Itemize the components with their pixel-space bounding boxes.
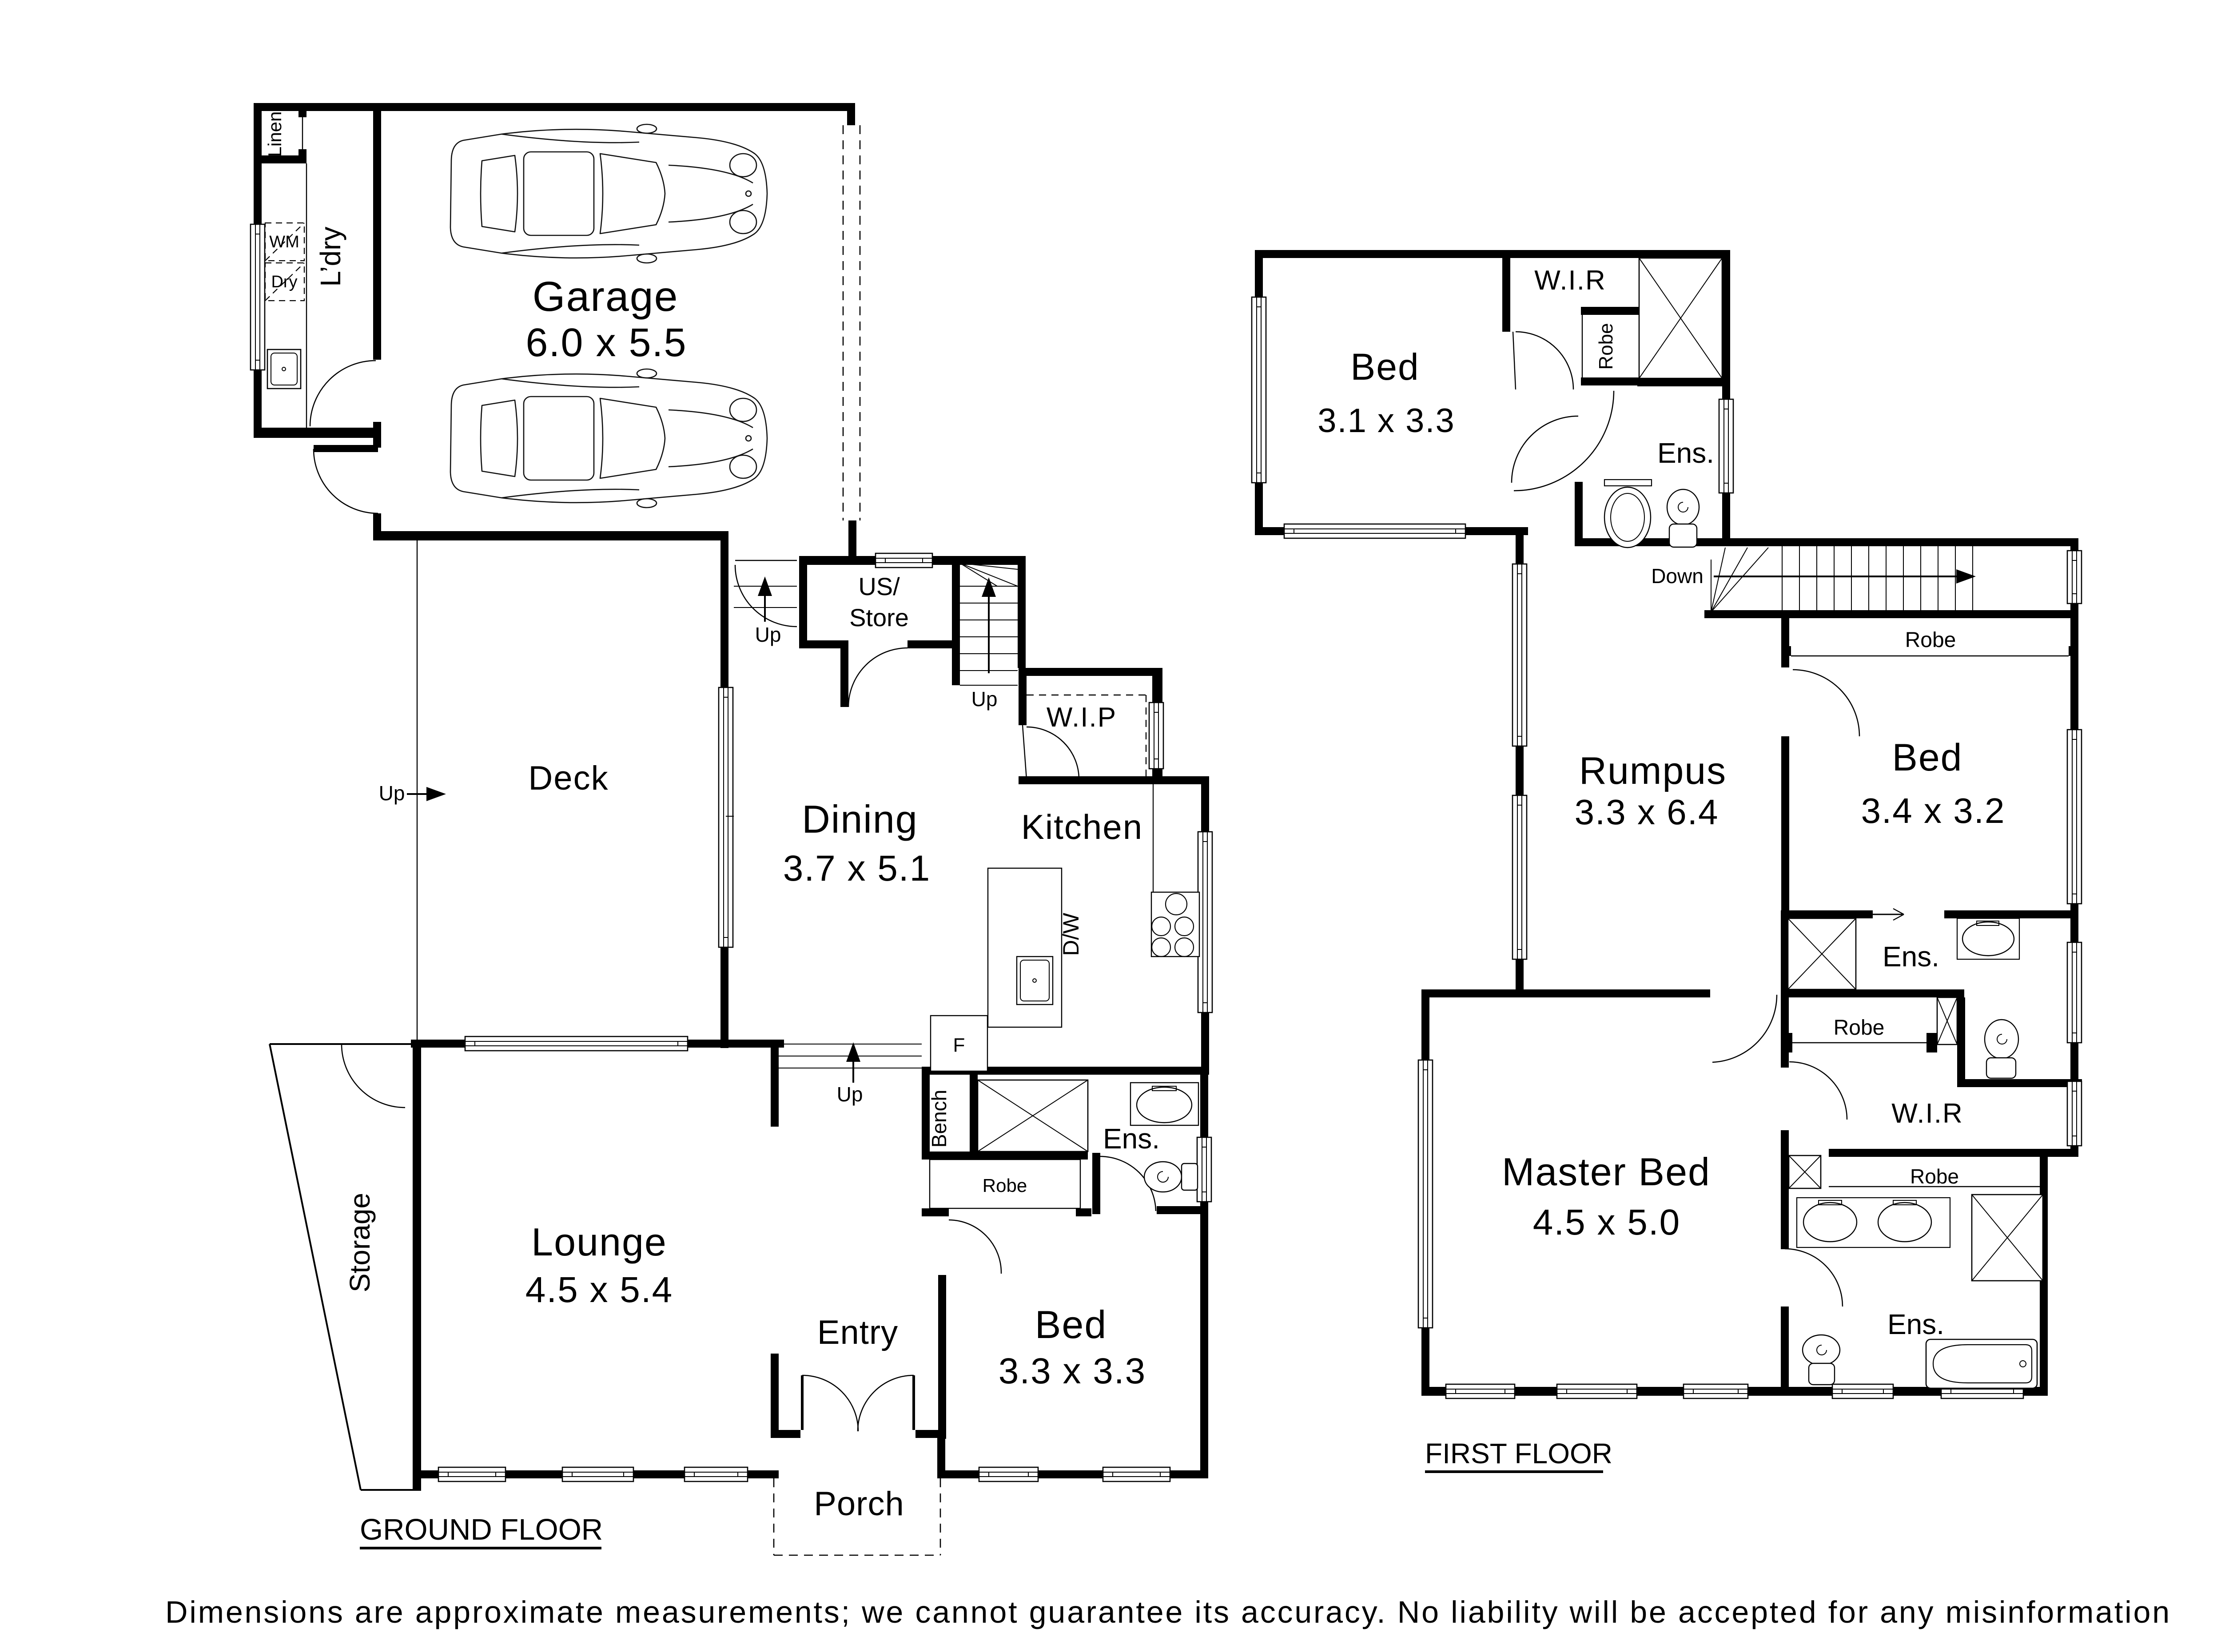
svg-text:3.7 x 5.1: 3.7 x 5.1 — [783, 848, 931, 889]
svg-text:Up: Up — [837, 1083, 863, 1106]
svg-text:Master Bed: Master Bed — [1502, 1150, 1711, 1194]
svg-text:GROUND FLOOR: GROUND FLOOR — [360, 1513, 603, 1546]
svg-text:Rumpus: Rumpus — [1579, 750, 1727, 792]
svg-text:Bed: Bed — [1892, 736, 1962, 779]
svg-text:Robe: Robe — [983, 1175, 1027, 1196]
svg-text:Robe: Robe — [1834, 1016, 1885, 1040]
svg-text:Porch: Porch — [814, 1485, 904, 1523]
svg-text:3.4 x 3.2: 3.4 x 3.2 — [1861, 791, 2006, 830]
svg-text:Bed: Bed — [1035, 1303, 1107, 1346]
svg-text:3.3 x 3.3: 3.3 x 3.3 — [999, 1351, 1146, 1391]
svg-text:Down: Down — [1651, 564, 1704, 588]
svg-text:Up: Up — [971, 687, 998, 711]
svg-text:4.5 x 5.4: 4.5 x 5.4 — [525, 1270, 673, 1310]
svg-text:3.3 x 6.4: 3.3 x 6.4 — [1575, 792, 1719, 832]
svg-text:Ens.: Ens. — [1883, 941, 1939, 973]
svg-text:Bench: Bench — [927, 1090, 951, 1148]
svg-text:Entry: Entry — [817, 1314, 898, 1351]
svg-text:Up: Up — [379, 782, 405, 805]
svg-text:US/: US/ — [858, 572, 900, 600]
svg-text:Store: Store — [849, 604, 909, 631]
svg-text:Dry: Dry — [271, 273, 297, 291]
svg-text:W.I.R: W.I.R — [1534, 265, 1606, 296]
svg-text:Dimensions are approximate mea: Dimensions are approximate measurements;… — [165, 1595, 2171, 1629]
svg-text:Deck: Deck — [528, 759, 609, 797]
svg-text:WM: WM — [269, 233, 299, 251]
svg-text:Ens.: Ens. — [1103, 1123, 1160, 1155]
svg-text:W.I.P: W.I.P — [1047, 702, 1117, 733]
svg-text:Garage: Garage — [533, 273, 679, 320]
svg-text:Dining: Dining — [802, 797, 918, 841]
svg-text:Robe: Robe — [1595, 323, 1617, 369]
svg-text:F: F — [953, 1034, 965, 1056]
svg-text:Robe: Robe — [1910, 1165, 1959, 1188]
svg-text:4.5 x 5.0: 4.5 x 5.0 — [1533, 1202, 1681, 1243]
svg-text:Ens.: Ens. — [1887, 1308, 1944, 1340]
svg-text:Ens.: Ens. — [1657, 437, 1714, 469]
svg-text:W.I.R: W.I.R — [1891, 1098, 1963, 1129]
svg-text:Robe: Robe — [1905, 628, 1956, 652]
svg-text:Kitchen: Kitchen — [1021, 807, 1143, 846]
svg-text:D/W: D/W — [1059, 913, 1083, 956]
svg-text:Bed: Bed — [1350, 346, 1419, 388]
svg-text:Lounge: Lounge — [531, 1220, 667, 1264]
svg-text:6.0 x 5.5: 6.0 x 5.5 — [525, 321, 687, 365]
svg-text:FIRST FLOOR: FIRST FLOOR — [1425, 1438, 1612, 1469]
svg-text:Up: Up — [755, 623, 781, 646]
svg-text:Storage: Storage — [344, 1193, 376, 1292]
svg-text:L’dry: L’dry — [314, 226, 346, 286]
svg-text:3.1 x 3.3: 3.1 x 3.3 — [1317, 402, 1455, 440]
svg-text:Linen: Linen — [264, 111, 285, 157]
